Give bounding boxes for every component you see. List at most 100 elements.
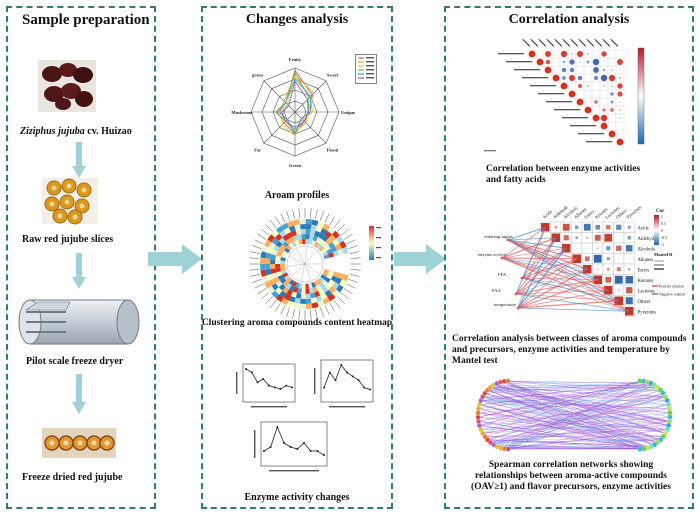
- heatmap-cell: [290, 291, 297, 298]
- heatmap-compound-label-tick: [280, 305, 286, 315]
- mantel-relation-line: [517, 258, 578, 309]
- heatmap-cell: [314, 230, 321, 238]
- network-edge: [493, 385, 670, 422]
- matrix-correlation-dot: [562, 60, 566, 64]
- heatmap-compound-label-tick: [298, 309, 301, 320]
- radar-axis-label: Floral: [327, 147, 339, 152]
- heatmap-compound-label-tick: [254, 283, 264, 289]
- heatmap-cell: [328, 234, 336, 242]
- enzyme-activity-point: [279, 388, 282, 390]
- mantel-correlation-square: [606, 225, 611, 230]
- enzyme-activity-point: [283, 442, 285, 444]
- mantel-left-label: FAA: [492, 288, 502, 293]
- matrix-column-label: [578, 38, 587, 47]
- heatmap-cell: [275, 267, 282, 273]
- sample-preparation-title: Sample preparation: [22, 12, 150, 28]
- mantel-node: [506, 238, 510, 242]
- enzyme-activity-point: [268, 384, 270, 387]
- heatmap-cell: [305, 219, 313, 225]
- heatmap-cell: [289, 285, 295, 292]
- heatmap-cell: [278, 283, 286, 291]
- heatmap-cell: [286, 220, 295, 228]
- network-edge: [487, 439, 652, 447]
- enzyme-chart-ylabel-bar: [314, 368, 316, 394]
- radar-axis-label: Mushroom: [231, 110, 252, 115]
- heatmap-cell: [324, 276, 331, 283]
- heatmap-cell: [292, 286, 299, 293]
- heatmap-cell: [311, 281, 316, 288]
- network-edge: [479, 385, 655, 405]
- matrix-cell: [607, 113, 617, 123]
- heatmap-cell: [271, 272, 278, 279]
- heatmap-cell: [278, 237, 286, 245]
- heatmap-compound-label-tick: [274, 302, 281, 312]
- mantel-correlation-square: [594, 234, 601, 241]
- heatmap-compound-label-tick: [314, 209, 318, 220]
- heatmap-cell: [265, 264, 271, 270]
- heatmap-compound-label-tick: [343, 288, 353, 295]
- heatmap-cell: [284, 247, 290, 254]
- mantel-row-label: Acids: [638, 226, 649, 231]
- network-edge: [490, 425, 669, 443]
- heatmap-cell: [308, 239, 313, 245]
- mantel-correlation-square: [604, 233, 613, 242]
- network-edge: [478, 416, 661, 440]
- enzyme-activity-point: [289, 446, 292, 448]
- heatmap-cell: [319, 239, 326, 246]
- radar-series-line: [279, 73, 315, 133]
- heatmap-compound-label-tick: [324, 213, 330, 223]
- heatmap-cell: [322, 251, 329, 257]
- matrix-cell: [583, 65, 593, 75]
- heatmap-cell: [332, 282, 340, 290]
- heatmap-cell: [319, 282, 326, 289]
- heatmap-cell: [265, 258, 271, 264]
- matrix-cell: [551, 49, 561, 59]
- heatmap-compound-label-tick: [292, 308, 296, 319]
- heatmap-cell: [296, 288, 302, 294]
- heatmap-cell: [332, 271, 339, 278]
- flow-arrow-down: [72, 142, 86, 178]
- heatmap-cell: [270, 268, 277, 274]
- heatmap-compound-label-tick: [324, 305, 330, 315]
- heatmap-cell: [299, 219, 306, 225]
- network-edge: [478, 412, 652, 447]
- mantel-relation-line: [501, 226, 546, 259]
- heatmap-cell: [318, 288, 325, 296]
- enzyme-activity-point: [346, 371, 348, 374]
- heatmap-compound-label-tick: [265, 296, 273, 304]
- matrix-correlation-dot: [611, 85, 613, 87]
- heatmap-compound-label-tick: [329, 216, 336, 226]
- enzyme-activity-point: [328, 371, 331, 374]
- heatmap-cell: [305, 303, 313, 309]
- matrix-cell: [583, 89, 593, 99]
- heatmap-cell: [301, 234, 306, 240]
- aroma-radar-chart: FruitySweetUniqueFloralGreenFatMushroomg…: [231, 57, 355, 168]
- heatmap-dendrogram-branch: [304, 250, 316, 265]
- matrix-correlation-dot: [528, 50, 536, 58]
- heatmap-compound-label-tick: [309, 309, 312, 320]
- enzyme-chart-xlabel-bar: [251, 406, 287, 408]
- heatmap-cell: [291, 280, 297, 287]
- radar-series-line: [279, 78, 312, 136]
- heatmap-cell: [312, 286, 319, 293]
- network-edge: [490, 439, 661, 443]
- mantel-correlation-square: [575, 225, 579, 229]
- matrix-correlation-dot: [586, 60, 590, 64]
- network-caption: Spearman correlation networks showing re…: [471, 460, 671, 492]
- clustering-circular-heatmap: [249, 208, 361, 320]
- heatmap-cell: [286, 277, 293, 284]
- heatmap-cell: [311, 219, 319, 226]
- mantel-relation-line: [501, 257, 577, 260]
- heatmap-cell: [323, 254, 330, 260]
- heatmap-cell: [283, 227, 291, 235]
- heatmap-cell: [328, 252, 335, 258]
- heatmap-cell: [335, 243, 342, 251]
- mantel-relation-line: [501, 257, 619, 302]
- heatmap-cell: [271, 249, 278, 256]
- mantel-row-label: Esters: [638, 268, 650, 273]
- heatmap-cell: [283, 293, 291, 301]
- mantel-relation-line: [507, 239, 588, 270]
- network-edge: [479, 425, 648, 449]
- network-edge: [487, 390, 641, 450]
